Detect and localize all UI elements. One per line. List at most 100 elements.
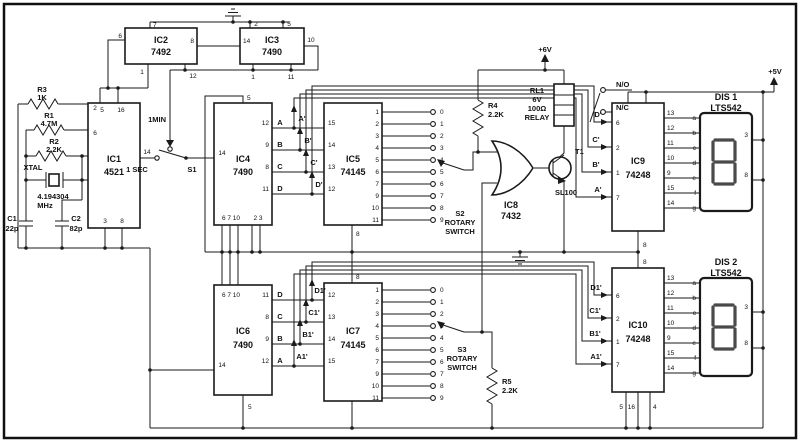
dis1-seg: g xyxy=(692,205,696,212)
s3-contact: 7 xyxy=(440,371,444,378)
ic6-part: 7490 xyxy=(233,340,253,350)
ic5-pin: 14 xyxy=(328,142,336,149)
ic6-pin: 11 xyxy=(262,292,269,299)
bus-label-a-prime: A' xyxy=(298,114,305,123)
ic5-pin: 8 xyxy=(356,231,360,238)
s3-contact: 8 xyxy=(440,383,444,390)
ic9-pin: 13 xyxy=(667,110,675,117)
ic10-pin: 6 xyxy=(616,293,620,300)
s3-contact: 4 xyxy=(440,335,444,342)
resistor-r2 xyxy=(35,150,67,162)
ic7-pin: 1 xyxy=(375,287,379,294)
dis1-pin: 8 xyxy=(744,172,748,179)
xtal-freq: 4.194304 xyxy=(37,192,69,201)
ic5-name: IC5 xyxy=(346,154,360,164)
ic4-pin: 9 xyxy=(265,142,269,149)
ic10-part: 74248 xyxy=(625,334,650,344)
dis1-name: DIS 1 xyxy=(715,92,738,102)
ic2-part: 7492 xyxy=(151,47,171,57)
s1-name: S1 xyxy=(187,165,196,174)
ic1-name: IC1 xyxy=(107,154,121,164)
ic10-name: IC10 xyxy=(628,320,647,330)
ic10-pin: 12 xyxy=(667,290,675,297)
plus5v-label: +5V xyxy=(768,67,782,76)
resistor-r5 xyxy=(486,367,498,405)
ic10-pin: 10 xyxy=(667,320,675,327)
rl1-res: 100Ω xyxy=(528,104,547,113)
ic4-pin: 11 xyxy=(262,186,269,193)
ic4-part: 7490 xyxy=(233,167,253,177)
ic10-input-label: D1' xyxy=(590,283,602,292)
dis2-name: DIS 2 xyxy=(715,257,738,267)
ground-symbol-top xyxy=(225,8,241,22)
s2-contact: 9 xyxy=(440,217,444,224)
ic2-pin: 7 xyxy=(153,22,157,29)
ic4-box xyxy=(213,102,273,226)
ic10-pin: 13 xyxy=(667,275,675,282)
ic1-pin: 16 xyxy=(117,107,125,114)
ic10-input-label: A1' xyxy=(590,352,602,361)
ic10-pin: 15 xyxy=(667,350,675,357)
transistor-t1 xyxy=(548,154,572,184)
ic4-pin: 8 xyxy=(265,164,269,171)
ic9-pin: 6 xyxy=(616,120,620,127)
ic10-pin: 14 xyxy=(667,365,675,372)
resistor-r1 xyxy=(33,124,65,136)
r4-value: 2.2K xyxy=(488,110,504,119)
dis1-seg: d xyxy=(692,160,696,167)
ic7-pin: 10 xyxy=(372,383,380,390)
ic1-pin: 8 xyxy=(120,218,124,225)
ic2-box xyxy=(124,27,198,65)
s2-contact: 4 xyxy=(440,157,444,164)
bus-label-b: B xyxy=(277,140,283,149)
bus-label-b1: B xyxy=(277,334,283,343)
bus-label-d: D xyxy=(277,184,283,193)
ic5-pin: 1 xyxy=(375,109,379,116)
dis2-seg: c xyxy=(693,310,697,317)
s2-contact: 0 xyxy=(440,109,444,116)
ic3-part: 7490 xyxy=(262,47,282,57)
ic10-pin: 11 xyxy=(667,305,674,312)
ic9-pin: 12 xyxy=(667,125,675,132)
bus-label-c1-prime: C1' xyxy=(308,308,320,317)
ic4-pin: 14 xyxy=(218,150,226,157)
resistor-r4 xyxy=(472,99,484,137)
c2-name: C2 xyxy=(71,214,81,223)
s1-pos-1sec: 1 SEC xyxy=(126,165,148,174)
dis2-seg: g xyxy=(692,370,696,377)
ic7-pin: 8 xyxy=(356,274,360,281)
dis2-part: LTS542 xyxy=(710,268,741,278)
ic7-pin: 5 xyxy=(375,335,379,342)
dis1-seg: a xyxy=(692,115,696,122)
ic9-part: 74248 xyxy=(625,170,650,180)
ic3-pin: 14 xyxy=(243,38,251,45)
ic4-pin: 5 xyxy=(247,95,251,102)
r1-name: R1 xyxy=(44,111,54,120)
s2-contact: 1 xyxy=(440,121,444,128)
r4-name: R4 xyxy=(488,101,498,110)
ic5-pin: 4 xyxy=(375,145,379,152)
dis2-seg: a xyxy=(692,280,696,287)
ic2-pin: 8 xyxy=(190,38,194,45)
ic1-pin: 3 xyxy=(103,218,107,225)
ic3-pin: 2 xyxy=(254,21,258,28)
rotary-switch-s2[interactable] xyxy=(430,109,465,223)
relay-coil xyxy=(553,83,575,127)
ic10-pin: 16 xyxy=(628,404,636,411)
rotary-switch-s3[interactable] xyxy=(430,287,465,401)
s2-contact: 7 xyxy=(440,193,444,200)
s2-contact: 5 xyxy=(440,169,444,176)
ic6-box xyxy=(213,284,273,396)
ic5-pin: 5 xyxy=(375,157,379,164)
s3-contact: 3 xyxy=(440,323,444,330)
bus-label-d1: D xyxy=(277,290,283,299)
ic10-input-label: C1' xyxy=(589,306,601,315)
ic5-pin: 10 xyxy=(372,205,380,212)
ic1-part: 4521 xyxy=(104,167,124,177)
rl1-nc-label: N/C xyxy=(616,103,630,112)
or-gate-ic8 xyxy=(490,140,534,196)
ic9-name: IC9 xyxy=(631,156,645,166)
ic10-pin: 7 xyxy=(616,362,620,369)
s2-contact: 3 xyxy=(440,145,444,152)
